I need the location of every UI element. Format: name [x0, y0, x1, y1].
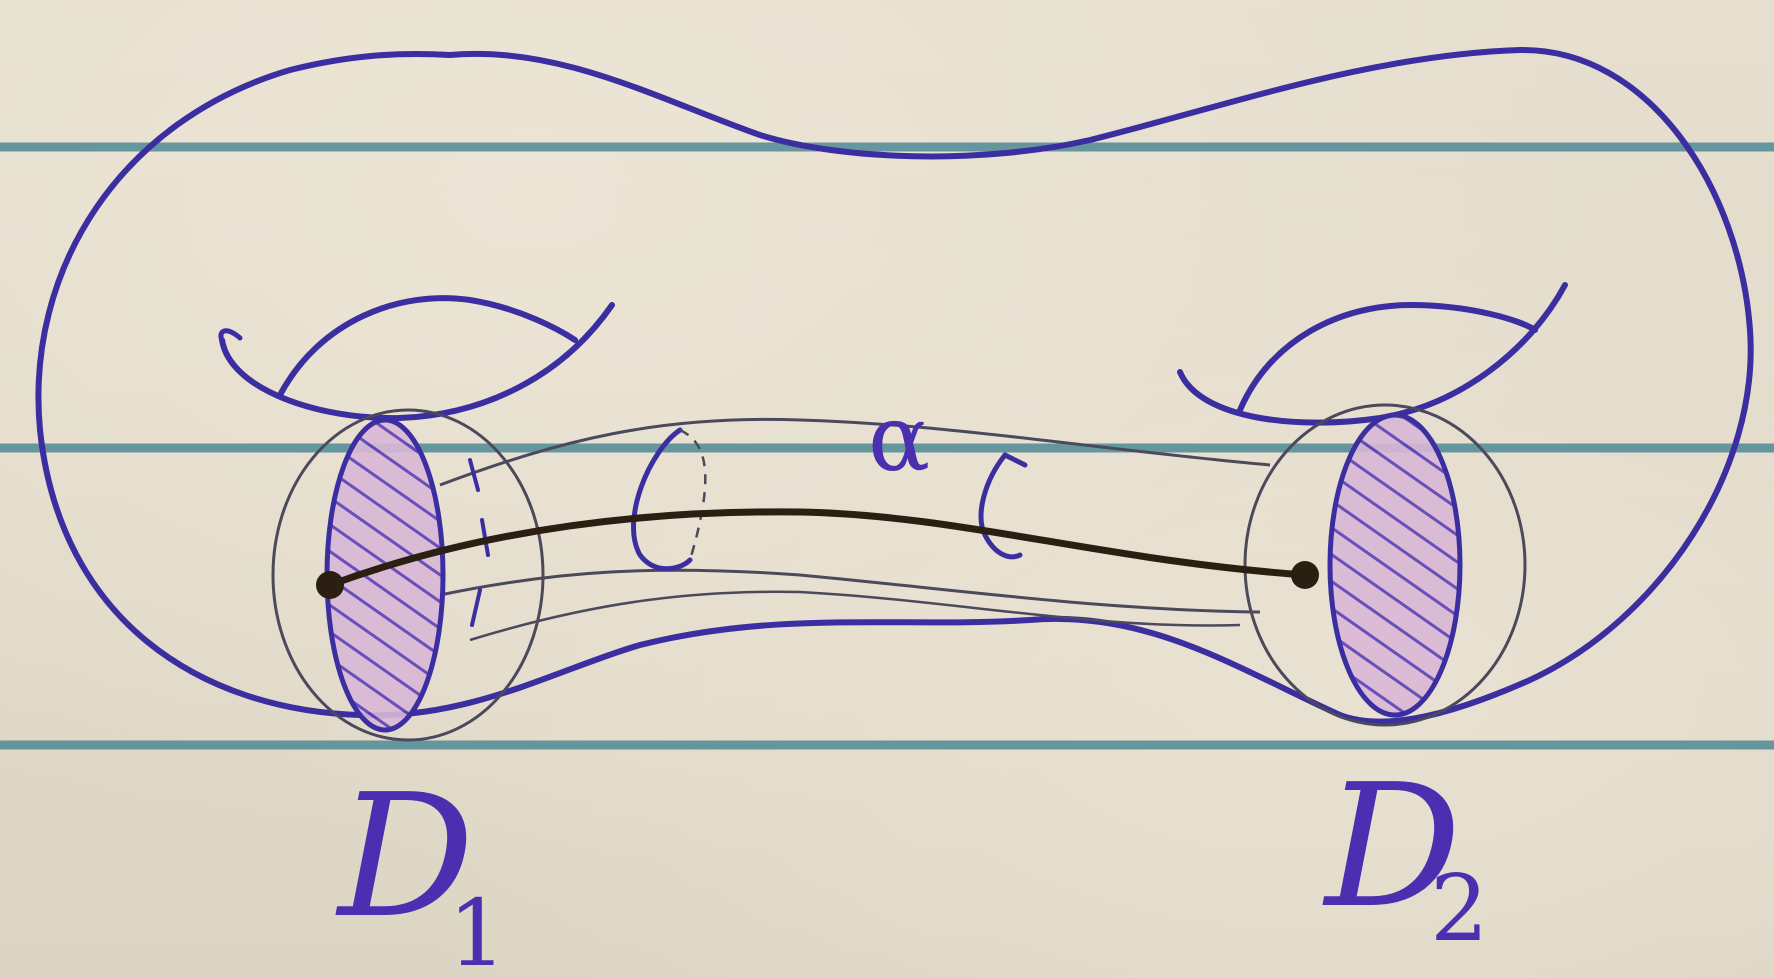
- alpha-label: α: [868, 385, 930, 492]
- diagram-labels: α D 1 D 2: [335, 385, 1489, 978]
- left-hole-lower-curve: [222, 305, 612, 418]
- left-hole: [221, 298, 612, 418]
- left-hole-hook: [221, 331, 240, 340]
- tube-lower-inner-edge: [470, 592, 1240, 640]
- right-hole: [1180, 285, 1565, 423]
- tube-cross-section-right: [981, 455, 1020, 557]
- right-hole-upper-curve: [1240, 305, 1535, 410]
- label-d2-subscript: 2: [1430, 855, 1489, 962]
- arc-alpha: [330, 512, 1305, 585]
- tube-cross-section-right-tick: [1005, 455, 1025, 465]
- left-disk: [273, 410, 543, 745]
- right-disk-hatching: [1325, 410, 1465, 720]
- tube-lower-edge: [440, 570, 1260, 612]
- label-d1-subscript: 1: [448, 880, 507, 978]
- right-disk: [1245, 405, 1525, 725]
